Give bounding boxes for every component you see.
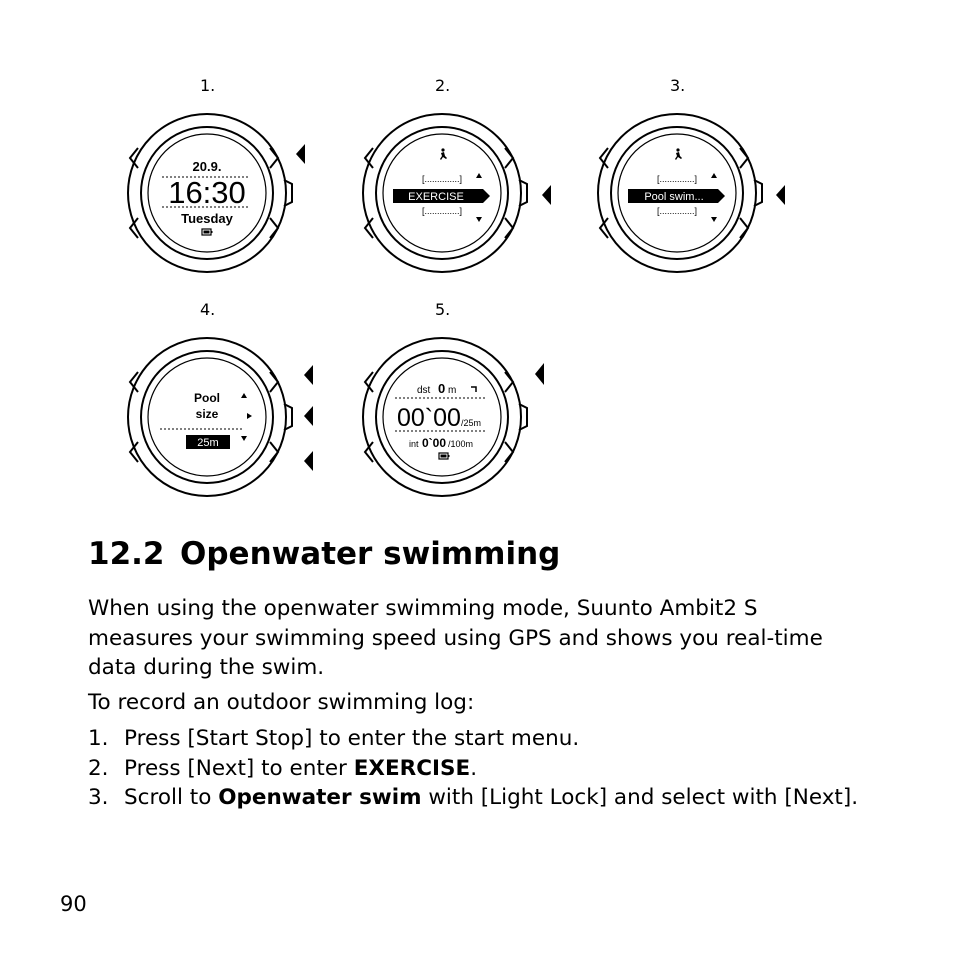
instruction-step-number: 3.	[88, 785, 109, 810]
pool-size-value: 25m	[197, 437, 218, 449]
battery-icon	[438, 452, 450, 460]
intro-paragraph: When using the openwater swimming mode, …	[88, 596, 823, 680]
menu-selected-highlight	[393, 189, 490, 203]
scroll-up-icon	[711, 173, 717, 178]
swim-time-main: 00`00	[397, 404, 461, 432]
instruction-list: 1. Press [Start Stop] to enter the start …	[88, 724, 864, 813]
arrow-down-icon	[304, 451, 313, 471]
scroll-down-icon	[711, 217, 717, 222]
step-number-4: 4.	[200, 300, 216, 319]
watch-2-svg: [..............] EXERCISE [.............…	[362, 113, 551, 273]
instruction-step: 1. Press [Start Stop] to enter the start …	[88, 724, 864, 754]
step-number-3: 3.	[670, 76, 686, 95]
int-label: int	[409, 439, 419, 449]
instruction-emphasis: EXERCISE	[353, 755, 471, 781]
instruction-text: Press [Next] to enter	[124, 755, 354, 781]
dst-value: 0	[438, 381, 445, 396]
step-number-5: 5.	[435, 300, 451, 319]
watch-1-svg: 20.9. 16:30 Tuesday	[127, 113, 305, 273]
instruction-step: 2. Press [Next] to enter EXERCISE.	[88, 754, 864, 784]
gps-signal-icon	[471, 386, 477, 392]
dst-unit: m	[448, 385, 456, 396]
scroll-up-icon	[476, 173, 482, 178]
scroll-down-icon	[241, 436, 247, 441]
watch-5-svg: dst 0 m 00`00 /25m int 0`00 /100m	[362, 337, 544, 497]
watch-day: Tuesday	[181, 211, 234, 226]
select-icon	[247, 413, 252, 419]
pool-size-highlight	[186, 435, 230, 449]
pool-label-line2: size	[196, 407, 219, 421]
instruction-text: Press [Start Stop] to enter the start me…	[124, 726, 580, 751]
menu-selected-highlight	[628, 189, 725, 203]
watch-illustration-2: [..............] EXERCISE [.............…	[355, 108, 555, 288]
swim-time-unit: /25m	[461, 418, 481, 428]
lead-paragraph: To record an outdoor swimming log:	[88, 690, 475, 715]
section-heading: 12.2 Openwater swimming	[88, 536, 560, 572]
instruction-step: 3. Scroll to Openwater swim with [Light L…	[88, 783, 864, 813]
arrow-light-lock-icon	[296, 144, 305, 164]
scroll-down-icon	[476, 217, 482, 222]
menu-item-prev: [..............]	[657, 174, 697, 184]
instruction-step-number: 1.	[88, 726, 109, 751]
watch-illustration-4: Pool size 25m	[120, 332, 320, 512]
watch-illustration-5: dst 0 m 00`00 /25m int 0`00 /100m	[355, 332, 555, 512]
instruction-text: Scroll to	[124, 785, 219, 810]
int-unit: /100m	[448, 439, 473, 449]
watch-illustration-1: 20.9. 16:30 Tuesday	[120, 108, 320, 288]
watch-4-svg: Pool size 25m	[127, 337, 313, 497]
runner-icon	[675, 148, 682, 160]
battery-icon	[201, 228, 213, 236]
page-number: 90	[60, 892, 87, 916]
instruction-text: .	[470, 755, 478, 781]
instruction-text: with [Light Lock] and select with [Next]…	[421, 785, 859, 810]
section-title: Openwater swimming	[180, 536, 561, 572]
menu-item-exercise: EXERCISE	[408, 191, 464, 203]
watch-3-svg: [..............] Pool swim... [.........…	[597, 113, 785, 273]
arrow-next-icon	[304, 406, 313, 426]
watch-date: 20.9.	[193, 159, 222, 174]
menu-item-prev: [..............]	[422, 174, 462, 184]
step-number-1: 1.	[200, 76, 216, 95]
runner-icon	[440, 148, 447, 160]
menu-item-next: [..............]	[657, 206, 697, 216]
arrow-next-icon	[776, 185, 785, 205]
int-value: 0`00	[422, 436, 446, 450]
arrow-light-lock-icon	[304, 365, 313, 385]
watch-illustration-3: [..............] Pool swim... [.........…	[590, 108, 790, 288]
arrow-start-stop-icon	[535, 363, 544, 385]
instruction-step-number: 2.	[88, 755, 109, 781]
dst-label: dst	[417, 385, 431, 396]
watch-time: 16:30	[168, 175, 246, 210]
menu-item-next: [..............]	[422, 206, 462, 216]
pool-label-line1: Pool	[194, 391, 220, 405]
section-number: 12.2	[88, 536, 165, 572]
instruction-emphasis: Openwater swim	[218, 785, 422, 810]
menu-item-pool-swim: Pool swim...	[644, 191, 703, 203]
arrow-next-icon	[542, 185, 551, 205]
step-number-2: 2.	[435, 76, 451, 95]
scroll-up-icon	[241, 393, 247, 398]
